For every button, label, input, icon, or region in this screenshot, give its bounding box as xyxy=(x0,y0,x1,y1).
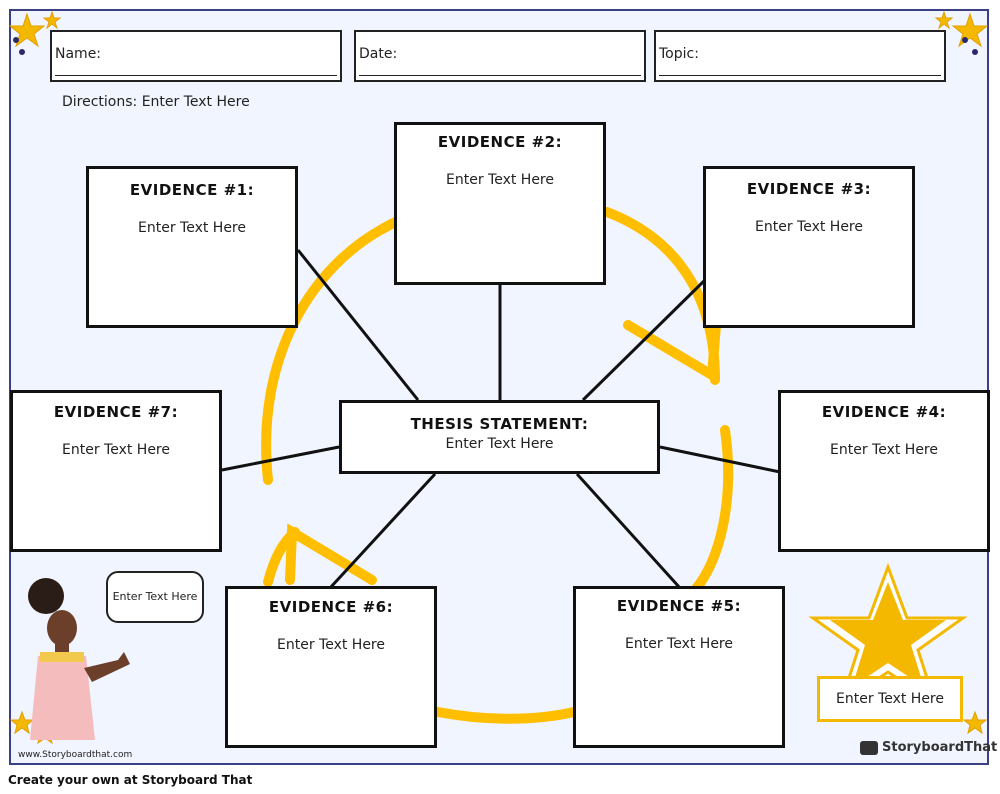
connector-4 xyxy=(659,445,781,474)
dot-icon xyxy=(13,37,19,43)
star-icon xyxy=(9,710,35,735)
date-field[interactable]: Date: xyxy=(354,30,646,82)
topic-underline xyxy=(659,75,941,76)
name-field[interactable]: Name: xyxy=(50,30,342,82)
topic-field[interactable]: Topic: xyxy=(654,30,946,82)
star-icon xyxy=(42,10,62,30)
dot-icon xyxy=(962,37,968,43)
evidence-box-6[interactable]: EVIDENCE #6: Enter Text Here xyxy=(225,586,437,748)
topic-label: Topic: xyxy=(659,46,699,62)
evidence-box-4[interactable]: EVIDENCE #4: Enter Text Here xyxy=(778,390,990,552)
evidence-text: Enter Text Here xyxy=(138,220,246,236)
worksheet-canvas: Name: Date: Topic: Directions: Enter Tex… xyxy=(8,9,997,765)
teacher-character-icon xyxy=(28,578,130,740)
evidence-title: EVIDENCE #6: xyxy=(268,598,394,616)
name-label: Name: xyxy=(55,46,102,62)
thesis-title: THESIS STATEMENT: xyxy=(410,415,589,433)
watermark-text: www.Storyboardthat.com xyxy=(18,750,133,760)
diagram-graphics xyxy=(8,10,989,745)
connector-1 xyxy=(296,249,420,401)
star-icon xyxy=(951,12,989,48)
evidence-box-5[interactable]: EVIDENCE #5: Enter Text Here xyxy=(573,586,785,748)
evidence-title: EVIDENCE #3: xyxy=(746,180,872,198)
brand-text: StoryboardThat xyxy=(882,740,998,755)
directions-text[interactable]: Directions: Enter Text Here xyxy=(62,94,250,110)
connector-6 xyxy=(328,472,437,590)
connector-7 xyxy=(221,445,340,472)
brand-logo: StoryboardThat xyxy=(860,740,997,755)
date-underline xyxy=(359,75,641,76)
star-icon xyxy=(934,10,954,30)
speech-bubble[interactable]: Enter Text Here xyxy=(106,571,204,623)
evidence-box-1[interactable]: EVIDENCE #1: Enter Text Here xyxy=(86,166,298,328)
evidence-title: EVIDENCE #4: xyxy=(821,403,947,421)
evidence-title: EVIDENCE #7: xyxy=(53,403,179,421)
evidence-text: Enter Text Here xyxy=(62,442,170,458)
evidence-box-7[interactable]: EVIDENCE #7: Enter Text Here xyxy=(10,390,222,552)
evidence-text: Enter Text Here xyxy=(830,442,938,458)
big-star-inner-icon xyxy=(830,582,946,687)
connector-5 xyxy=(575,472,682,590)
footer-text[interactable]: Create your own at Storyboard That xyxy=(8,773,253,787)
star-icon xyxy=(962,710,988,735)
date-label: Date: xyxy=(359,46,398,62)
evidence-box-3[interactable]: EVIDENCE #3: Enter Text Here xyxy=(703,166,915,328)
star-icon xyxy=(8,12,46,48)
dot-icon xyxy=(972,49,978,55)
cycle-arrow-right-top xyxy=(602,207,720,385)
thesis-text: Enter Text Here xyxy=(445,436,554,452)
connector-3 xyxy=(581,278,707,402)
cycle-arrow-right xyxy=(690,425,734,595)
thesis-box[interactable]: THESIS STATEMENT: Enter Text Here xyxy=(339,400,660,474)
arrowhead-left xyxy=(285,523,377,585)
evidence-title: EVIDENCE #2: xyxy=(437,133,563,151)
evidence-box-2[interactable]: EVIDENCE #2: Enter Text Here xyxy=(394,122,606,285)
evidence-text: Enter Text Here xyxy=(277,637,385,653)
star-text-box[interactable]: Enter Text Here xyxy=(817,676,963,722)
evidence-text: Enter Text Here xyxy=(755,219,863,235)
evidence-text: Enter Text Here xyxy=(446,172,554,188)
evidence-text: Enter Text Here xyxy=(625,636,733,652)
dot-icon xyxy=(19,49,25,55)
name-underline xyxy=(55,75,337,76)
evidence-title: EVIDENCE #1: xyxy=(129,181,255,199)
evidence-title: EVIDENCE #5: xyxy=(616,597,742,615)
cycle-arrow-bottom xyxy=(433,707,579,724)
logo-icon xyxy=(860,740,878,755)
